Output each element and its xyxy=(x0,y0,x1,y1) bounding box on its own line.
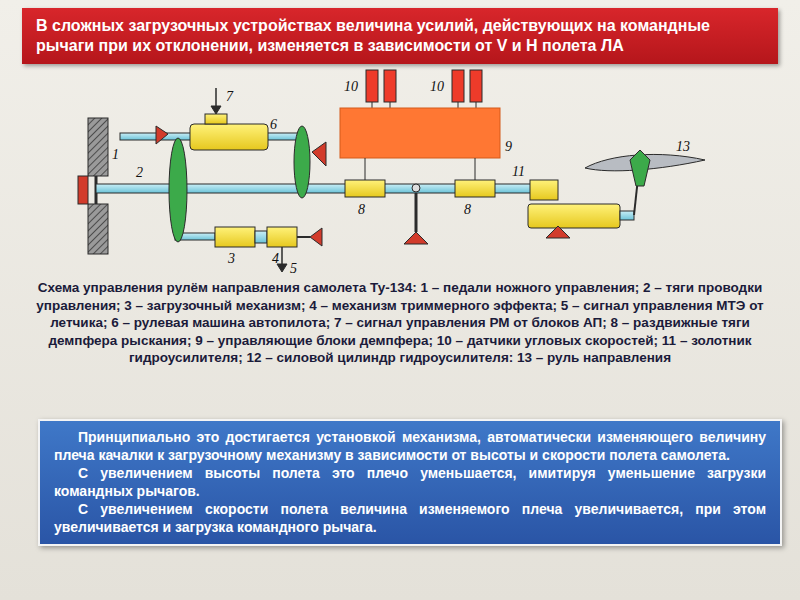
rocker-lever xyxy=(294,126,310,198)
damper-rod xyxy=(345,180,385,197)
piston-rod xyxy=(620,211,634,220)
pivot-support xyxy=(312,142,326,166)
rate-sensor xyxy=(366,70,378,102)
callout-number: 6 xyxy=(270,118,277,132)
damper-control-unit xyxy=(340,108,500,158)
callout-number: 2 xyxy=(136,166,143,180)
pivot-support xyxy=(404,232,428,244)
callout-number: 8 xyxy=(358,203,365,217)
text-panel: Принципиально это достигается установкой… xyxy=(38,419,782,546)
power-cylinder xyxy=(528,204,620,228)
wire xyxy=(475,158,476,180)
callout-number: 1 xyxy=(112,148,119,162)
callout-number: 5 xyxy=(290,262,297,276)
callout-number: 9 xyxy=(505,140,512,154)
wire xyxy=(458,102,459,108)
callout-number: 4 xyxy=(272,252,279,266)
callout-number: 10 xyxy=(430,80,444,94)
trim-mechanism xyxy=(267,227,297,247)
damper-rod xyxy=(455,180,495,197)
loading-mechanism xyxy=(215,227,255,247)
autopilot-servo xyxy=(190,124,268,150)
hinge xyxy=(412,184,420,192)
rate-sensor xyxy=(384,70,396,102)
servo-head xyxy=(205,114,227,124)
servo-valve xyxy=(530,180,558,200)
panel-paragraph: С увеличением скорости полета величина и… xyxy=(54,500,766,536)
wire xyxy=(365,158,366,180)
pedal-mount xyxy=(78,176,88,204)
pivot-support xyxy=(310,228,322,246)
title-band: В сложных загрузочных устройствах величи… xyxy=(22,8,778,64)
callout-number: 13 xyxy=(676,140,690,154)
figure-caption: Схема управления рулём направления самол… xyxy=(30,279,770,367)
rate-sensor xyxy=(470,70,482,102)
callout-number: 8 xyxy=(464,203,471,217)
pedal xyxy=(88,118,108,176)
pivot-support xyxy=(156,126,168,144)
rod-link xyxy=(255,231,267,243)
wire xyxy=(372,102,373,108)
pedal xyxy=(88,204,108,254)
callout-number: 10 xyxy=(344,80,358,94)
rate-sensor xyxy=(452,70,464,102)
callout-number: 11 xyxy=(512,165,525,179)
rod-link xyxy=(297,236,310,238)
wire xyxy=(476,102,477,108)
panel-paragraph: Принципиально это достигается установкой… xyxy=(54,428,766,464)
panel-paragraph: С увеличением высоты полета это плечо ум… xyxy=(54,464,766,500)
callout-number: 7 xyxy=(226,90,233,104)
rudder-hinge xyxy=(630,150,650,186)
arrow-head xyxy=(211,106,221,114)
cylinder-support xyxy=(546,226,570,238)
rocker-lever xyxy=(415,193,418,232)
wire xyxy=(390,102,391,108)
callout-number: 3 xyxy=(228,252,235,266)
rocker-lever xyxy=(169,138,187,242)
